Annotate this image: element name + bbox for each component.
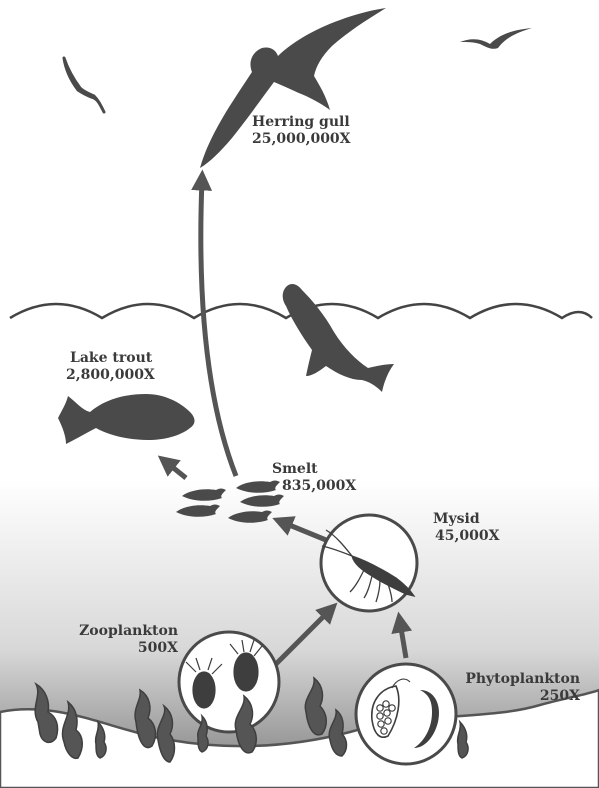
phytoplankton-factor: 250X: [462, 688, 580, 705]
mysid-circle: [321, 515, 417, 611]
herring-gull-factor: 25,000,000X: [252, 131, 351, 148]
small-gull-icon-right: [460, 28, 532, 49]
label-smelt: Smelt 835,000X: [272, 461, 356, 495]
zooplankton-factor: 500X: [70, 640, 178, 657]
label-zooplankton: Zooplankton 500X: [70, 623, 178, 657]
label-herring-gull: Herring gull 25,000,000X: [252, 114, 351, 148]
smelt-factor: 835,000X: [272, 478, 356, 495]
lake-trout-icon: [58, 394, 195, 444]
mysid-name: Mysid: [433, 511, 499, 528]
leaping-fish-icon: [283, 284, 394, 392]
small-gull-icon-left: [64, 58, 104, 112]
lake-trout-factor: 2,800,000X: [66, 367, 155, 384]
mysid-factor: 45,000X: [433, 528, 499, 545]
lake-trout-name: Lake trout: [66, 350, 155, 367]
smelt-name: Smelt: [272, 461, 356, 478]
label-mysid: Mysid 45,000X: [433, 511, 499, 545]
label-lake-trout: Lake trout 2,800,000X: [66, 350, 155, 384]
label-phytoplankton: Phytoplankton 250X: [462, 671, 580, 705]
herring-gull-name: Herring gull: [252, 114, 351, 131]
arrow-smelt-to-trout: [166, 462, 186, 478]
phytoplankton-name: Phytoplankton: [462, 671, 580, 688]
zooplankton-name: Zooplankton: [70, 623, 178, 640]
zooplankton-circle: [179, 632, 279, 732]
arrow-smelt-to-gull: [201, 180, 236, 476]
phytoplankton-circle: [356, 664, 456, 764]
